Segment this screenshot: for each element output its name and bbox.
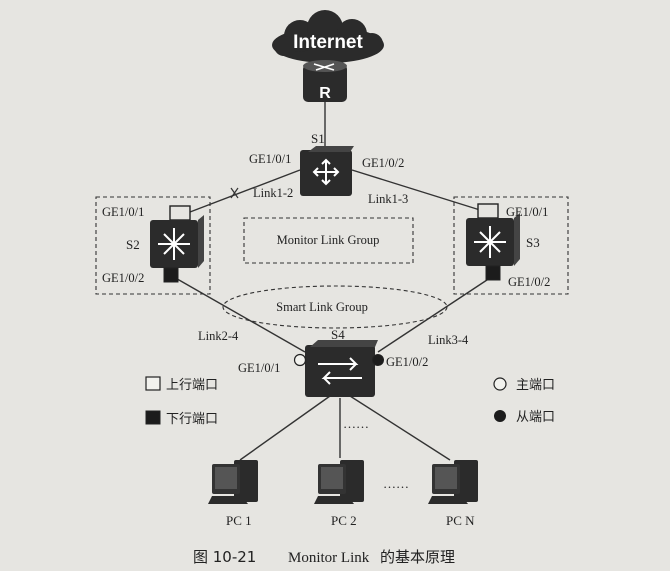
s2-dashed-box	[95, 196, 211, 295]
link2-4-line	[171, 275, 306, 353]
s3-dashed-box	[453, 196, 569, 295]
router-label: R	[319, 85, 331, 102]
s3-uplink-port	[477, 203, 499, 219]
switch-s1	[300, 146, 354, 196]
caption-title-cn: 的基本原理	[380, 548, 455, 566]
monitor-link-group-label: Monitor Link Group	[277, 233, 380, 247]
smart-link-group-ellipse	[222, 285, 448, 329]
pc-n-label: PC N	[446, 513, 475, 528]
pc-icons	[208, 460, 478, 504]
s2-port-up: GE1/0/1	[102, 205, 144, 219]
pc-1-icon	[208, 460, 258, 504]
link2-4-label: Link2-4	[198, 329, 239, 343]
pc-n-icon	[428, 460, 478, 504]
monitor-link-group-box	[243, 217, 414, 264]
s4-master-port	[293, 353, 307, 367]
s4-port-right: GE1/0/2	[386, 355, 428, 369]
smart-link-group-label: Smart Link Group	[276, 300, 368, 314]
pc-2-icon	[314, 460, 364, 504]
legend-slave-swatch	[494, 410, 506, 422]
dashed-groups	[95, 196, 569, 329]
s3-port-up: GE1/0/1	[506, 205, 548, 219]
s1-port-left: GE1/0/1	[249, 152, 291, 166]
ellipsis-between-links: ……	[343, 416, 369, 431]
legend: 上行端口 下行端口 主端口 从端口	[145, 376, 555, 427]
link-break-mark	[230, 187, 239, 199]
switch-s3	[466, 203, 520, 281]
legend-slave-label: 从端口	[516, 410, 555, 425]
link3-4-label: Link3-4	[428, 333, 469, 347]
legend-downlink-label: 下行端口	[166, 412, 218, 427]
ellipsis-between-pcs: ……	[383, 476, 409, 491]
s1-port-right: GE1/0/2	[362, 156, 404, 170]
pc-2-label: PC 2	[331, 513, 357, 528]
s3-name: S3	[526, 235, 540, 250]
link-s4-pc1	[239, 395, 331, 461]
link1-3-label: Link1-3	[368, 192, 408, 206]
s2-downlink-port	[163, 267, 179, 283]
figure-caption: 图 10-21 Monitor Link 的基本原理	[193, 548, 455, 566]
link3-4-line	[377, 275, 494, 353]
s4-name: S4	[331, 327, 345, 342]
legend-master-swatch	[493, 377, 507, 391]
link-s4-pcn	[349, 395, 451, 461]
legend-downlink-swatch	[145, 410, 161, 425]
internet-label: Internet	[293, 32, 363, 53]
s2-port-down: GE1/0/2	[102, 271, 144, 285]
link1-2-label: Link1-2	[253, 186, 293, 200]
legend-uplink-label: 上行端口	[166, 378, 218, 393]
s1-name: S1	[311, 131, 325, 146]
router-icon: R	[303, 60, 347, 102]
switch-s4	[293, 340, 384, 397]
s3-port-down: GE1/0/2	[508, 275, 550, 289]
legend-uplink-swatch	[145, 376, 161, 391]
caption-figure-number: 图 10-21	[193, 548, 256, 566]
s2-uplink-port	[169, 205, 191, 221]
s4-port-left: GE1/0/1	[238, 361, 280, 375]
legend-master-label: 主端口	[516, 378, 555, 393]
link1-2-line	[189, 169, 301, 213]
s3-downlink-port	[485, 265, 501, 281]
switch-s2	[150, 205, 204, 283]
s2-name: S2	[126, 237, 140, 252]
caption-title-en: Monitor Link	[288, 550, 370, 566]
connection-lines	[171, 102, 494, 461]
internet-cloud: Internet	[272, 10, 384, 63]
pc-1-label: PC 1	[226, 513, 252, 528]
link1-3-line	[351, 169, 481, 211]
s4-slave-port	[372, 354, 384, 366]
